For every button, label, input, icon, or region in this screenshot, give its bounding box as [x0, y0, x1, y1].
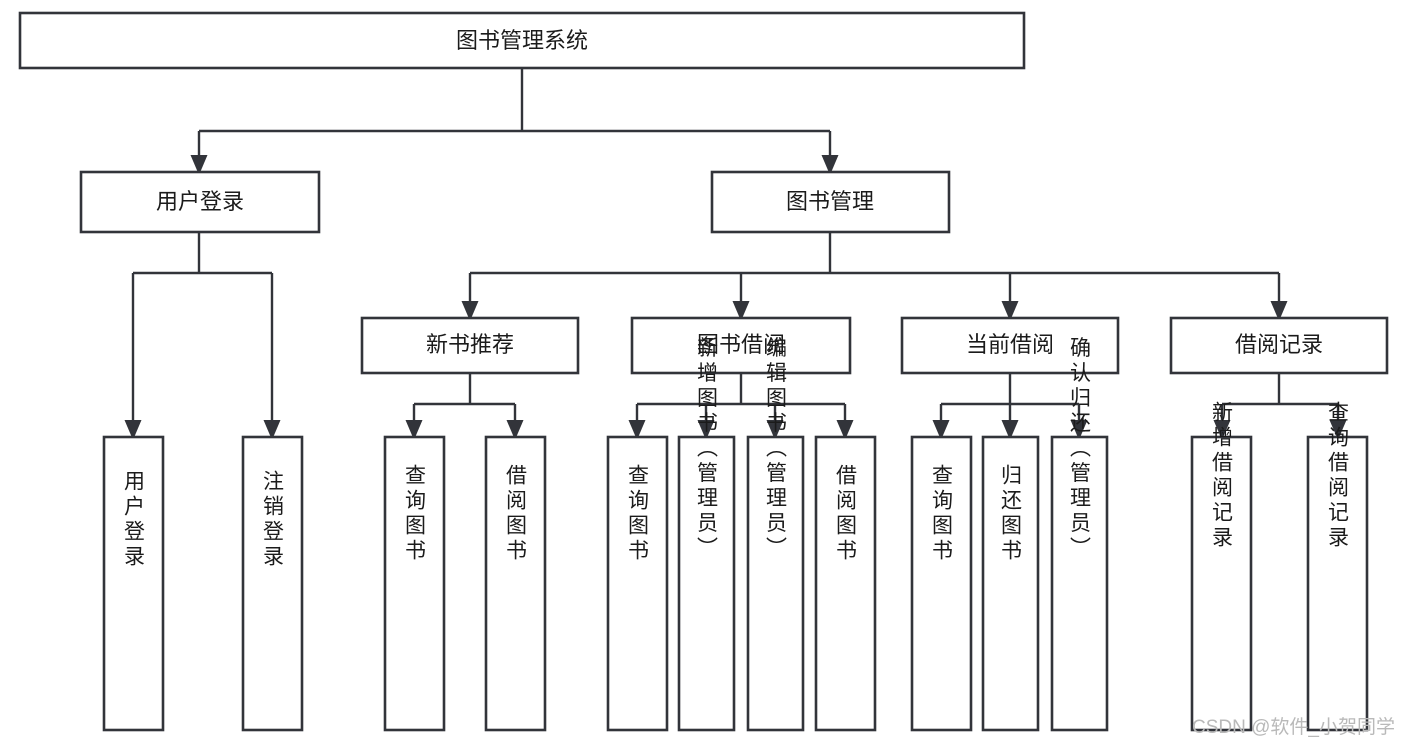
node-leaf-return-book-label: 归还图书	[999, 464, 1023, 564]
node-book-borrow-box[interactable]	[630, 316, 852, 375]
node-leaf-borrow-book-2-box[interactable]	[814, 435, 877, 732]
node-book-borrow[interactable]: 图书借阅	[630, 316, 852, 375]
node-root-box[interactable]	[18, 11, 1026, 70]
node-book-management[interactable]: 图书管理	[710, 170, 951, 234]
node-leaf-user-login-box[interactable]	[102, 435, 165, 732]
node-borrow-records-label: 借阅记录	[1235, 332, 1323, 357]
connector-login-bus	[131, 232, 274, 420]
node-leaf-search-book-1-box[interactable]	[383, 435, 446, 732]
node-leaf-search-book-1[interactable]: 查询图书	[383, 435, 446, 732]
node-leaf-edit-book-admin-label: 编辑图书（管理员）	[764, 337, 788, 562]
connector-borrow-bus	[635, 373, 847, 420]
node-leaf-search-book-2[interactable]: 查询图书	[606, 435, 669, 732]
node-leaf-borrow-book-2[interactable]: 借阅图书	[814, 435, 877, 732]
node-leaf-add-book-admin[interactable]: 新增图书（管理员）	[677, 337, 736, 732]
node-root[interactable]: 图书管理系统	[18, 11, 1026, 70]
connector-bookmgmt-bus	[468, 232, 1281, 301]
node-leaf-logout-box[interactable]	[241, 435, 304, 732]
node-new-book-recommend-box[interactable]	[360, 316, 580, 375]
node-borrow-records-box[interactable]	[1169, 316, 1389, 375]
node-leaf-borrow-book-1[interactable]: 借阅图书	[484, 435, 547, 732]
node-new-book-recommend-label: 新书推荐	[426, 332, 514, 357]
node-leaf-add-book-admin-box[interactable]	[677, 435, 736, 732]
node-book-borrow-label: 图书借阅	[697, 332, 785, 357]
node-book-management-label: 图书管理	[786, 189, 874, 214]
node-leaf-edit-book-admin-box[interactable]	[746, 435, 805, 732]
node-leaf-add-borrow-record-label: 新增借阅记录	[1210, 401, 1234, 551]
node-leaf-logout-label: 注销登录	[261, 470, 285, 570]
node-leaf-user-login[interactable]: 用户登录	[102, 435, 165, 732]
node-user-login-label: 用户登录	[156, 189, 244, 214]
node-leaf-search-book-2-box[interactable]	[606, 435, 669, 732]
node-current-borrow[interactable]: 当前借阅	[900, 316, 1120, 375]
node-user-login[interactable]: 用户登录	[79, 170, 321, 234]
node-leaf-add-borrow-record[interactable]: 新增借阅记录	[1190, 401, 1253, 732]
node-leaf-return-book[interactable]: 归还图书	[981, 435, 1040, 732]
node-leaf-confirm-return-admin[interactable]: 确认归还（管理员）	[1050, 337, 1109, 732]
node-leaf-add-book-admin-label: 新增图书（管理员）	[695, 337, 719, 562]
node-leaf-borrow-book-2-label: 借阅图书	[834, 464, 858, 564]
node-leaf-edit-book-admin[interactable]: 编辑图书（管理员）	[746, 337, 805, 732]
node-leaf-search-book-3[interactable]: 查询图书	[910, 435, 973, 732]
node-leaf-borrow-book-1-box[interactable]	[484, 435, 547, 732]
node-root-label: 图书管理系统	[456, 28, 588, 53]
node-leaf-confirm-return-admin-box[interactable]	[1050, 435, 1109, 732]
node-current-borrow-label: 当前借阅	[966, 332, 1054, 357]
connector-records-bus	[1220, 373, 1340, 420]
connectors	[124, 68, 1347, 440]
node-leaf-search-borrow-record-label: 查询借阅记录	[1326, 401, 1350, 551]
node-leaf-borrow-book-1-label: 借阅图书	[504, 464, 528, 564]
node-leaf-add-borrow-record-box[interactable]	[1190, 435, 1253, 732]
connector-newbook-bus	[412, 373, 517, 420]
node-current-borrow-box[interactable]	[900, 316, 1120, 375]
node-new-book-recommend[interactable]: 新书推荐	[360, 316, 580, 375]
node-leaf-return-book-box[interactable]	[981, 435, 1040, 732]
node-leaf-search-book-1-label: 查询图书	[403, 464, 427, 564]
node-book-management-box[interactable]	[710, 170, 951, 234]
node-leaf-search-book-2-label: 查询图书	[626, 464, 650, 564]
node-leaf-user-login-label: 用户登录	[122, 470, 146, 570]
connector-root-bus	[197, 68, 832, 155]
node-borrow-records[interactable]: 借阅记录	[1169, 316, 1389, 375]
node-leaf-search-borrow-record-box[interactable]	[1306, 435, 1369, 732]
node-leaf-search-book-3-label: 查询图书	[930, 464, 954, 564]
node-user-login-box[interactable]	[79, 170, 321, 234]
connector-current-bus	[939, 373, 1081, 420]
node-leaf-logout[interactable]: 注销登录	[241, 435, 304, 732]
node-leaf-search-book-3-box[interactable]	[910, 435, 973, 732]
node-leaf-search-borrow-record[interactable]: 查询借阅记录	[1306, 401, 1369, 732]
node-leaf-confirm-return-admin-label: 确认归还（管理员）	[1068, 337, 1092, 562]
